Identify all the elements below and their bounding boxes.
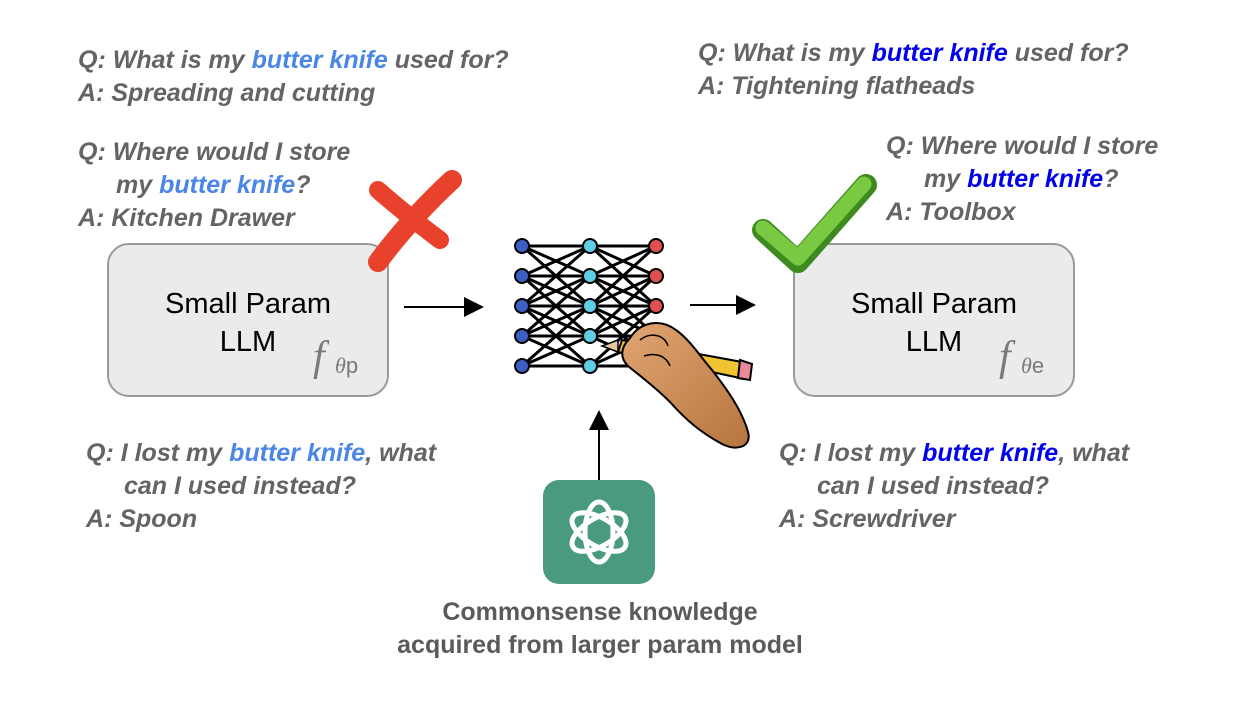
left-model-title-line2: LLM <box>219 326 277 358</box>
left-mid-answer: A: Kitchen Drawer <box>78 204 295 232</box>
hand-pencil-icon <box>599 322 754 449</box>
left-bottom-question-line2: can I used instead? <box>124 472 357 500</box>
openai-logo-icon <box>543 480 655 584</box>
caption: Commonsense knowledge acquired from larg… <box>330 596 870 662</box>
highlight-term: butter knife <box>967 165 1104 193</box>
right-model-function-subscript: θe <box>1021 353 1045 378</box>
caption-line1: Commonsense knowledge <box>442 598 758 626</box>
right-top-answer: A: Tightening flatheads <box>698 72 976 100</box>
highlight-term: butter knife <box>251 46 388 74</box>
left-mid-qa: Q: Where would I store my butter knife? … <box>78 136 350 235</box>
left-bottom-qa: Q: I lost my butter knife, what can I us… <box>86 437 436 536</box>
right-model-function-symbol: f <box>999 334 1011 380</box>
left-top-answer: A: Spreading and cutting <box>78 79 376 107</box>
right-bottom-question: Q: I lost my butter knife, what <box>779 439 1130 467</box>
left-model-title-line1: Small Param <box>165 288 331 320</box>
left-model-function-subscript: θp <box>335 353 359 378</box>
highlight-term: butter knife <box>871 39 1008 67</box>
left-model-function-symbol: f <box>313 334 325 380</box>
left-mid-question-line1: Q: Where would I store <box>78 138 351 166</box>
left-top-question: Q: What is my butter knife used for? <box>78 46 509 74</box>
cross-icon <box>368 170 462 272</box>
highlight-term: butter knife <box>922 439 1059 467</box>
right-mid-question-line2: my butter knife? <box>924 165 1119 193</box>
right-bottom-qa: Q: I lost my butter knife, what can I us… <box>779 437 1129 536</box>
caption-line2: acquired from larger param model <box>397 631 803 659</box>
right-top-qa: Q: What is my butter knife used for? A: … <box>698 37 1129 103</box>
right-model-title-line2: LLM <box>905 326 963 358</box>
right-model-box: Small Param LLM f θe <box>793 243 1075 397</box>
right-model-title-line1: Small Param <box>851 288 1017 320</box>
right-mid-question-line1: Q: Where would I store <box>886 132 1159 160</box>
check-icon <box>752 174 877 273</box>
right-bottom-question-line2: can I used instead? <box>817 472 1050 500</box>
right-top-question: Q: What is my butter knife used for? <box>698 39 1129 67</box>
left-top-qa: Q: What is my butter knife used for? A: … <box>78 44 509 110</box>
left-mid-question-line2: my butter knife? <box>116 171 311 199</box>
left-bottom-answer: A: Spoon <box>86 505 198 533</box>
right-bottom-answer: A: Screwdriver <box>779 505 956 533</box>
right-mid-answer: A: Toolbox <box>886 198 1016 226</box>
left-model-box: Small Param LLM f θp <box>107 243 389 397</box>
left-bottom-question: Q: I lost my butter knife, what <box>86 439 437 467</box>
highlight-term: butter knife <box>229 439 366 467</box>
right-mid-qa: Q: Where would I store my butter knife? … <box>886 130 1158 229</box>
highlight-term: butter knife <box>159 171 296 199</box>
